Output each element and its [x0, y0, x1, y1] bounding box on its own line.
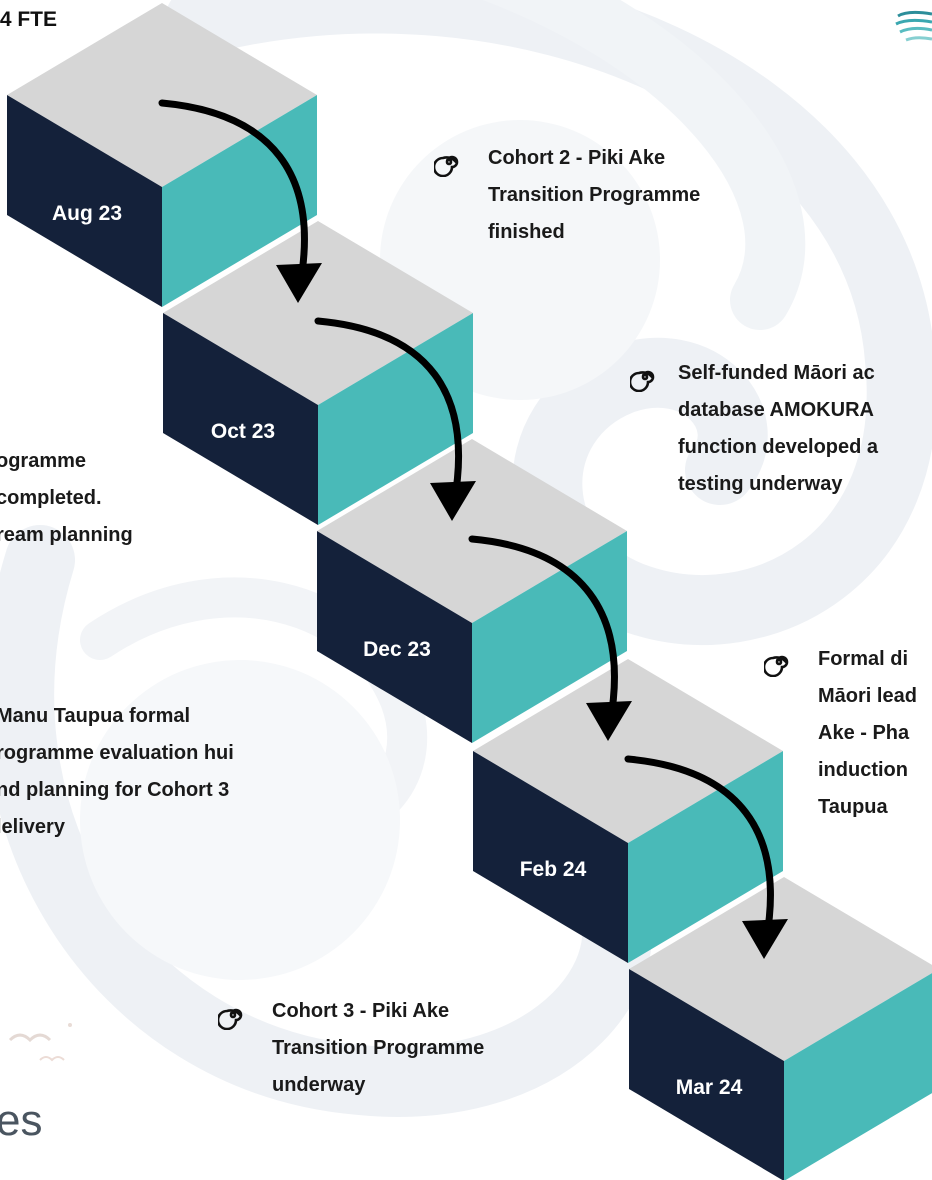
note-line: Cohort 3 - Piki Ake: [272, 1000, 450, 1022]
note-line: ogramme: [0, 450, 87, 472]
step-cube: [629, 877, 932, 1180]
note-line: database AMOKURA: [678, 399, 874, 421]
logo-fragment: es: [0, 1096, 43, 1145]
step-cubes: [7, 3, 932, 1180]
step-date-label: Feb 24: [520, 858, 587, 881]
note-line: Māori lead: [818, 685, 917, 707]
note-cohort3: Cohort 3 - Piki Ake Transition Programme…: [272, 993, 484, 1104]
cube-side-face: [628, 751, 783, 963]
note-line: testing underway: [678, 473, 843, 495]
curved-arrow-icon: [314, 317, 463, 507]
cube-front-face: [629, 969, 784, 1180]
step-date-label: Oct 23: [211, 420, 275, 443]
note-line: underway: [272, 1074, 366, 1096]
note-programme: ogramme completed. ream planning: [0, 443, 133, 554]
note-line: rogramme evaluation hui: [0, 742, 234, 764]
cube-front-face: [7, 95, 162, 307]
note-line: completed.: [0, 487, 102, 509]
cube-side-face: [162, 95, 317, 307]
step-date-label: Aug 23: [52, 202, 122, 225]
step-date-label: Mar 24: [676, 1076, 743, 1099]
step-date-label: Dec 23: [363, 638, 431, 661]
arrowhead-icon: [430, 481, 476, 521]
curved-arrow-icon: [624, 755, 774, 945]
note-line: Ake - Pha: [818, 722, 910, 744]
note-manu-taupua: Manu Taupua formal rogramme evaluation h…: [0, 698, 234, 846]
note-line: Transition Programme: [272, 1037, 485, 1059]
curved-arrow-icon: [468, 535, 618, 727]
step-labels: Aug 23 Oct 23 Dec 23 Feb 24 Mar 24: [52, 202, 743, 1099]
note-line: ream planning: [0, 524, 133, 546]
note-line: Self-funded Māori ac: [678, 362, 875, 384]
arrowhead-icon: [742, 919, 788, 959]
note-line: nd planning for Cohort 3: [0, 779, 230, 801]
cube-side-face: [318, 313, 473, 525]
cube-top-face: [629, 877, 932, 1061]
curved-arrow-icon: [158, 99, 308, 289]
cube-side-face: [784, 973, 932, 1180]
note-formal: Formal di Māori lead Ake - Pha induction…: [818, 641, 917, 826]
spiral-icon: [218, 1008, 243, 1030]
logo-waves-icon: [895, 10, 932, 42]
arrowhead-icon: [276, 263, 322, 303]
cube-side-face: [472, 531, 627, 743]
spiral-icon: [764, 655, 789, 677]
cube-front-face: [317, 531, 472, 743]
cube-front-face: [163, 313, 318, 525]
arrowhead-icon: [586, 701, 632, 741]
note-line: Transition Programme: [488, 184, 701, 206]
note-line: Taupua: [818, 796, 888, 818]
step-cube: [163, 221, 473, 525]
note-cohort2: Cohort 2 - Piki Ake Transition Programme…: [488, 140, 700, 251]
note-selffunded: Self-funded Māori ac database AMOKURA fu…: [678, 355, 878, 503]
step-cube: [317, 439, 627, 743]
spiral-icon: [434, 155, 459, 177]
step-cube: [473, 659, 783, 963]
note-line: Manu Taupua formal: [0, 705, 191, 727]
note-line: lelivery: [0, 816, 65, 838]
note-line: Formal di: [818, 648, 909, 670]
step-cube: [7, 3, 317, 307]
note-line: finished: [488, 221, 565, 243]
fte-label: .4 FTE: [0, 8, 58, 31]
spiral-icon: [630, 370, 655, 392]
cube-front-face: [473, 751, 628, 963]
note-line: induction: [818, 759, 908, 781]
note-line: function developed a: [678, 436, 879, 458]
note-line: Cohort 2 - Piki Ake: [488, 147, 666, 169]
step-arrows: [158, 99, 788, 959]
